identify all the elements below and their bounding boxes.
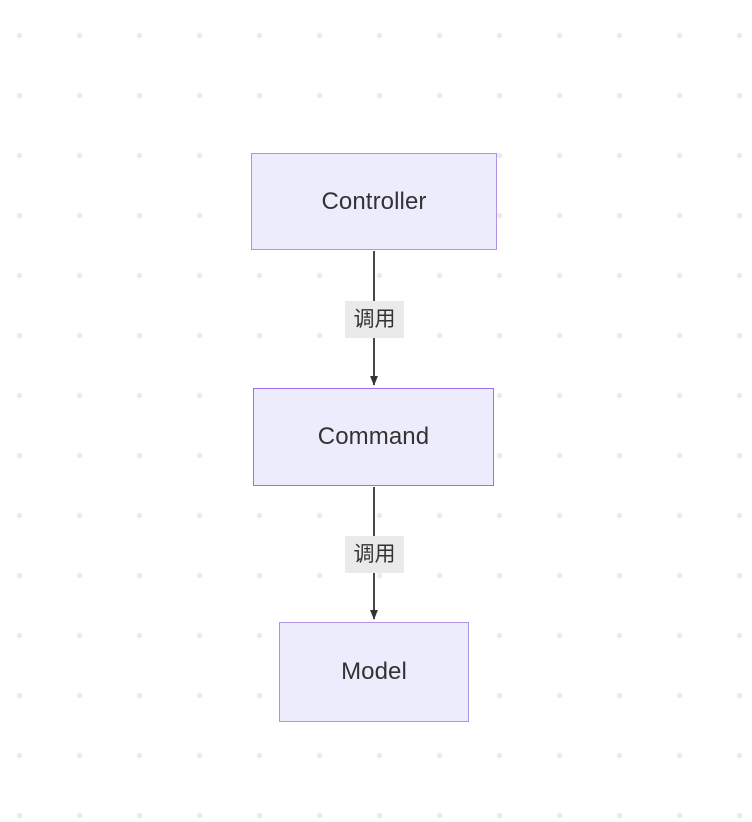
node-model-label: Model xyxy=(341,658,407,685)
node-command[interactable]: Command xyxy=(253,388,494,486)
node-model[interactable]: Model xyxy=(279,622,469,722)
node-controller-label: Controller xyxy=(321,187,427,215)
edge-label-command-model: 调用 xyxy=(345,536,404,573)
node-command-label: Command xyxy=(317,423,430,450)
edge-label-controller-command: 调用 xyxy=(345,301,404,338)
node-controller[interactable]: Controller xyxy=(251,153,497,250)
